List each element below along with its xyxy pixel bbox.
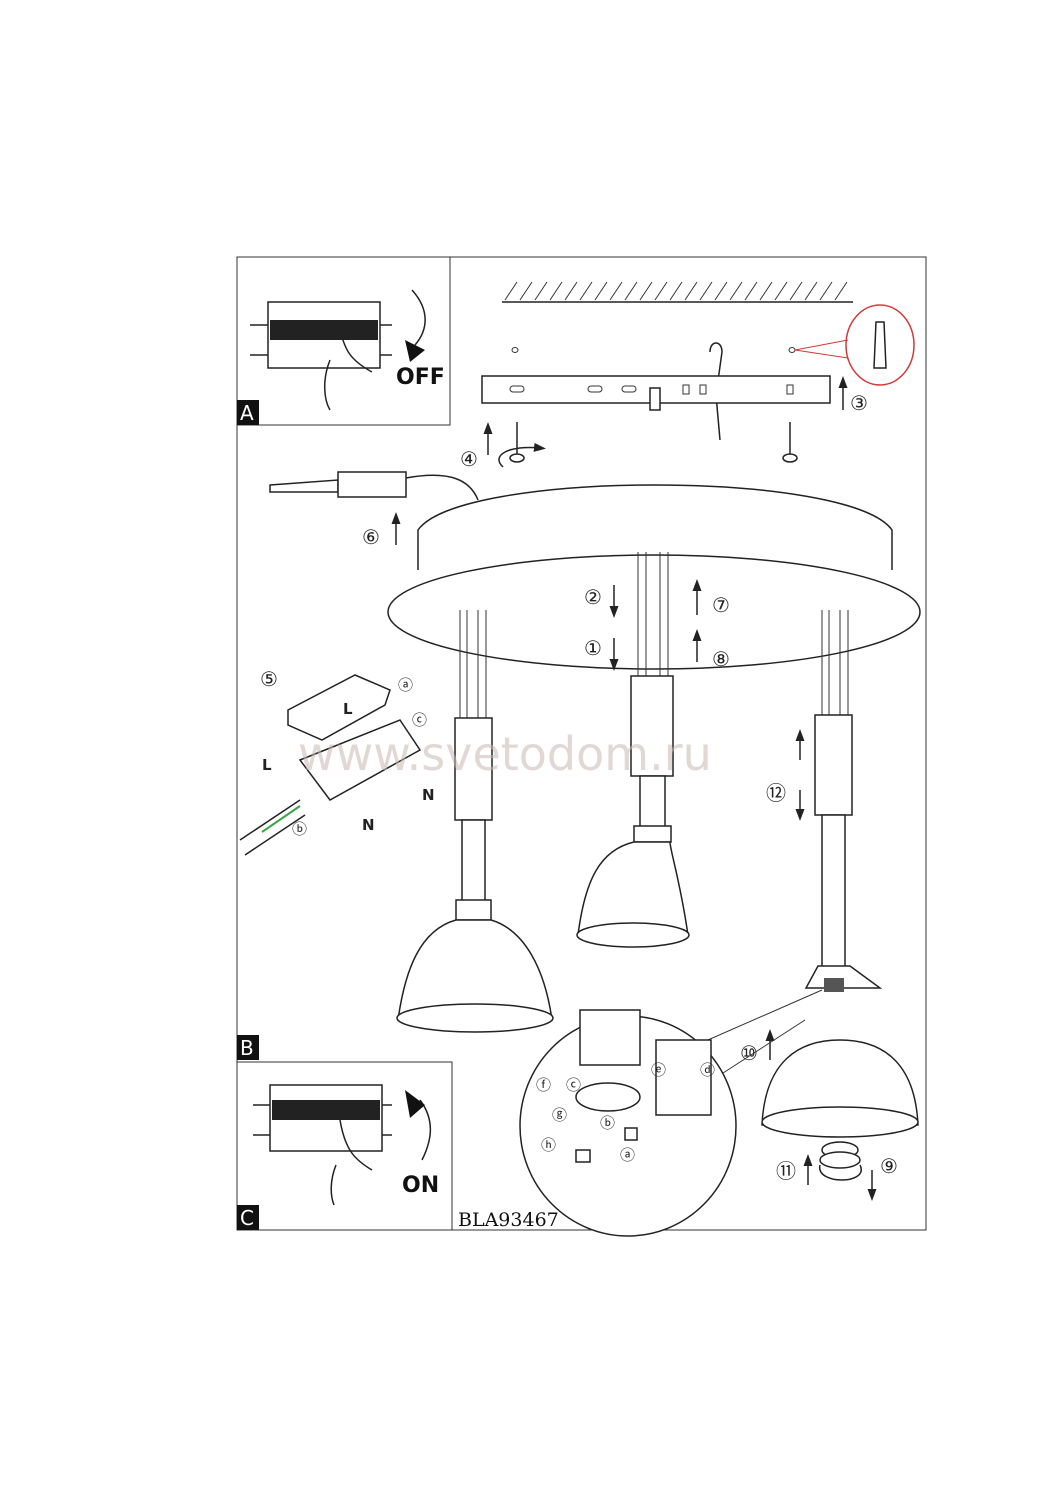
letter-g: ⓖ [552,1106,567,1124]
model-code: BLA93467 [458,1209,559,1231]
letter-a-cover: ⓐ [398,676,413,694]
step-6: ⑥ [362,525,380,549]
breaker-icon [250,301,392,369]
removed-shade [761,1039,919,1138]
lock-ring [819,1141,861,1169]
ceiling [502,281,853,303]
step-5: ⑤ [260,667,278,691]
step-3: ③ [850,391,868,415]
step-2: ② [584,585,602,609]
letter-h: ⓗ [541,1136,556,1154]
rotate-arrow-icon [411,289,426,346]
panel-a-switch-off: OFF A [236,256,451,426]
letter-c-cover: ⓒ [412,711,427,729]
step-4: ④ [460,447,478,471]
canopy [387,484,921,670]
detail-magnifier [519,989,823,1237]
wall-plug-callout [794,304,915,386]
wire-n: N [422,786,435,804]
step-7: ⑦ [712,593,730,617]
letter-b: ⓑ [600,1114,615,1132]
panel-b-tag: B [240,1036,254,1060]
panel-a-tag: A [240,401,254,425]
rotate-arrow-icon [419,1099,432,1161]
pendant-center [576,552,690,948]
terminal-connector [239,719,422,856]
step-11: ⑪ [776,1159,796,1183]
letter-d: ⓓ [700,1061,715,1079]
mounting-bracket [481,342,831,441]
pendant-left [396,610,554,1033]
step-12: ⑫ [766,781,786,805]
screw-icon [509,422,525,463]
off-label: OFF [396,365,445,390]
letter-c: ⓒ [566,1076,581,1094]
wire-n: N [362,816,375,834]
panel-c-tag: C [240,1206,254,1230]
letter-e: ⓔ [651,1061,666,1079]
hand-icon [330,1119,373,1206]
screw-icon [782,422,798,463]
terminal-block [269,471,479,501]
step-8: ⑧ [712,647,730,671]
diagram-frame [236,256,927,1231]
watermark: www.svetodom.ru [298,727,712,781]
wire-l: L [262,756,272,774]
breaker-icon [253,1084,392,1152]
step-9: ⑨ [880,1154,898,1178]
letter-f: ⓕ [536,1076,551,1094]
pendant-right [804,610,883,992]
panel-c-switch-on: ON C [236,1061,453,1231]
step-1: ① [584,636,602,660]
step-10: ⑩ [740,1041,758,1065]
letter-b-wire: ⓑ [292,820,307,838]
terminal-cover [287,674,391,741]
wire-l: L [343,700,353,718]
hand-icon [324,329,373,411]
letter-a: ⓐ [620,1146,635,1164]
on-label: ON [402,1173,439,1198]
